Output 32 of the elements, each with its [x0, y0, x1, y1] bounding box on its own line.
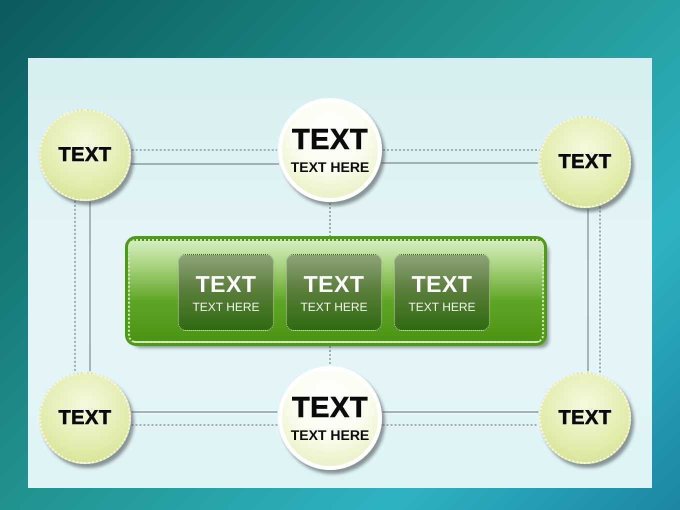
- node-title: TEXT: [292, 394, 368, 423]
- connector-line: [131, 163, 279, 165]
- connector-line: [132, 149, 277, 151]
- connector-line: [381, 162, 538, 164]
- text-box: [286, 254, 382, 331]
- node-title: TEXT: [558, 152, 612, 172]
- connector-line: [131, 424, 278, 426]
- node-subtitle: TEXT HERE: [408, 300, 476, 312]
- text-box: [394, 254, 490, 331]
- node-title: TEXT: [412, 272, 472, 296]
- panel-box: [128, 239, 544, 343]
- connector-line: [74, 200, 76, 372]
- connector-line: [587, 208, 589, 372]
- connector-line: [599, 206, 601, 374]
- text-box: [178, 254, 274, 331]
- node-title: TEXT: [58, 408, 112, 428]
- node-subtitle: TEXT HERE: [290, 160, 370, 174]
- node-subtitle: TEXT HERE: [290, 428, 370, 442]
- node-title: TEXT: [304, 272, 364, 296]
- connector-line: [383, 149, 540, 151]
- node-title: TEXT: [196, 272, 256, 296]
- node-title: TEXT: [292, 126, 368, 155]
- connector-line: [132, 411, 278, 413]
- node-title: TEXT: [558, 408, 612, 428]
- node-title: TEXT: [58, 145, 112, 165]
- node-subtitle: TEXT HERE: [300, 300, 368, 312]
- connector-line: [329, 346, 331, 365]
- connector-line: [382, 424, 539, 426]
- connector-line: [329, 203, 331, 236]
- node-subtitle: TEXT HERE: [192, 300, 260, 312]
- connector-line: [89, 202, 91, 372]
- connector-line: [382, 411, 538, 413]
